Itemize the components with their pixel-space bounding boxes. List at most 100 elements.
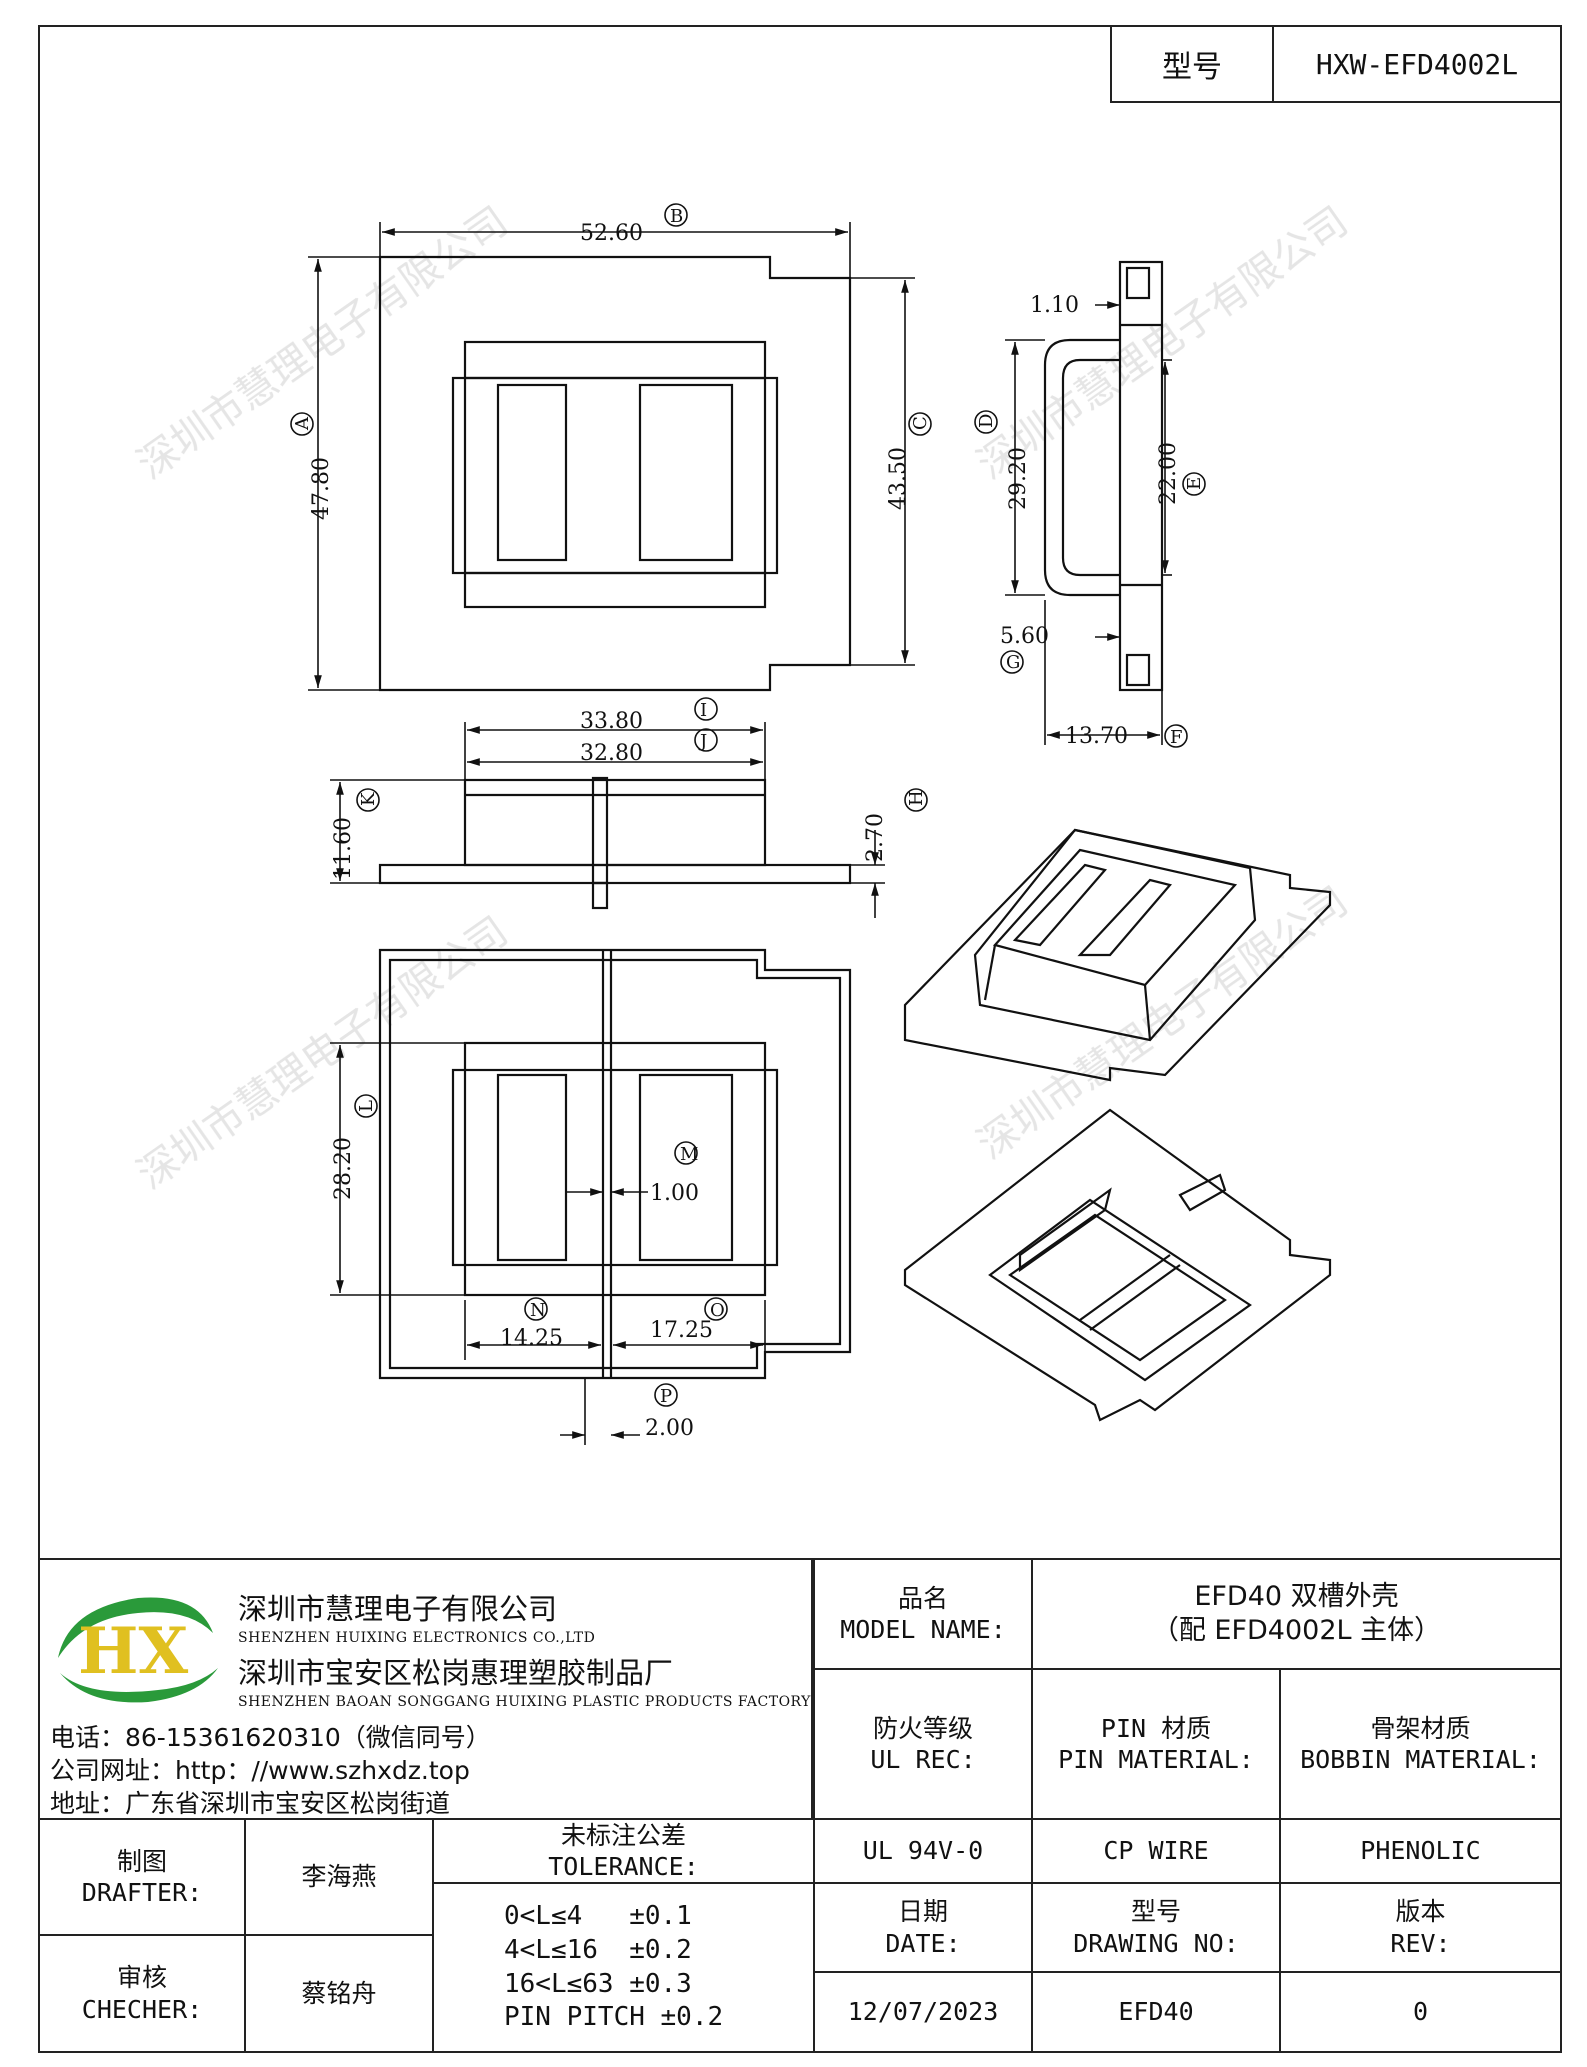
dim-1-00: 1.00: [650, 1181, 699, 1206]
rev-label-cell: 版本 REV:: [1279, 1882, 1562, 1973]
rev-value: 0: [1279, 1971, 1562, 2053]
bottom-view: [378, 948, 852, 1380]
tolerance-label-en: TOLERANCE:: [548, 1852, 699, 1881]
iso-view-bottom: [903, 1108, 1332, 1422]
title-block: HX 深圳市慧理电子有限公司 SHENZHEN HUIXING ELECTRON…: [38, 1558, 1562, 2053]
ul-value: UL 94V-0: [813, 1818, 1033, 1884]
dim-14-25: 14.25: [500, 1326, 563, 1351]
pin-label-en: PIN MATERIAL:: [1058, 1745, 1254, 1774]
logo-text: HX: [78, 1614, 188, 1689]
pin-label-cn: PIN 材质: [1100, 1713, 1212, 1743]
label-g: G: [1006, 652, 1020, 673]
drawing-no-label-cn: 型号: [1130, 1897, 1181, 1927]
ul-label-cn: 防火等级: [872, 1713, 973, 1743]
label-p: P: [660, 1386, 672, 1407]
dim-43-50: 43.50: [886, 447, 911, 510]
iso-view-top: [903, 828, 1332, 1082]
drawing-no-value: EFD40: [1031, 1971, 1281, 2053]
dim-2-70: 2.70: [863, 813, 888, 862]
date-label-cn: 日期: [897, 1897, 948, 1927]
dim-13-70: 13.70: [1065, 724, 1128, 749]
model-number-box: 型号 HXW-EFD4002L: [1110, 25, 1562, 103]
model-name-label-cell: 品名 MODEL NAME:: [813, 1558, 1033, 1670]
tolerance-line-3: 16<L≤63 ±0.3: [504, 1968, 692, 1999]
bobbin-value: PHENOLIC: [1279, 1818, 1562, 1884]
phone: 电话：86-15361620310（微信同号）: [50, 1723, 491, 1752]
dim-52-60: 52.60: [580, 221, 643, 246]
checker-label-cell: 审核 CHECHER:: [38, 1934, 246, 2053]
bobbin-label-cell: 骨架材质 BOBBIN MATERIAL:: [1279, 1668, 1562, 1820]
rev-label-en: REV:: [1390, 1928, 1451, 1958]
tolerance-label-cn: 未标注公差: [560, 1820, 686, 1850]
dim-11-60: 11.60: [331, 817, 356, 880]
dim-5-60: 5.60: [1000, 624, 1049, 649]
date-label-cell: 日期 DATE:: [813, 1882, 1033, 1973]
model-label: 型号: [1112, 27, 1274, 101]
label-c: C: [910, 416, 931, 430]
date-value: 12/07/2023: [813, 1971, 1033, 2053]
bobbin-label-cn: 骨架材质: [1370, 1713, 1471, 1743]
address: 地址：广东省深圳市宝安区松岗街道: [50, 1789, 451, 1818]
technical-drawing: 深圳市慧理电子有限公司 深圳市慧理电子有限公司 深圳市慧理电子有限公司 深圳市慧…: [129, 198, 1356, 1445]
label-e: E: [1184, 477, 1205, 490]
label-h: H: [906, 790, 927, 806]
dimension-labels: 52.60 B 47.80 A 43.50 C 1.10 29.20 D 22.…: [290, 203, 1206, 1441]
tolerance-values-cell: 0<L≤4 ±0.1 4<L≤16 ±0.2 16<L≤63 ±0.3 PIN …: [432, 1882, 815, 2053]
side-view: [1043, 260, 1164, 692]
model-name-label-cn: 品名: [897, 1583, 948, 1613]
model-name-value-1: EFD40 双槽外壳: [1194, 1581, 1399, 1613]
tolerance-line-2: 4<L≤16 ±0.2: [504, 1934, 692, 1965]
company-name-cn: 深圳市慧理电子有限公司: [238, 1592, 558, 1626]
company-name-en: SHENZHEN HUIXING ELECTRONICS CO.,LTD: [238, 1630, 596, 1646]
model-name-value-cell: EFD40 双槽外壳 （配 EFD4002L 主体）: [1031, 1558, 1562, 1670]
dim-22-00: 22.00: [1156, 442, 1181, 505]
dim-47-80: 47.80: [309, 457, 334, 520]
drafter-label-cn: 制图: [116, 1846, 167, 1876]
ul-label-cell: 防火等级 UL REC:: [813, 1668, 1033, 1820]
label-d: D: [976, 414, 997, 428]
label-f: F: [1170, 727, 1183, 748]
factory-name-en: SHENZHEN BAOAN SONGGANG HUIXING PLASTIC …: [238, 1694, 811, 1710]
watermark: 深圳市慧理电子有限公司: [129, 908, 516, 1198]
label-l: L: [356, 1100, 377, 1112]
rev-label-cn: 版本: [1395, 1897, 1446, 1927]
tolerance-line-4: PIN PITCH ±0.2: [504, 2002, 724, 2033]
checker-value: 蔡铭舟: [244, 1934, 434, 2053]
drawing-no-label-en: DRAWING NO:: [1073, 1928, 1239, 1958]
dim-17-25: 17.25: [650, 1318, 713, 1343]
drafter-value: 李海燕: [244, 1818, 434, 1936]
company-logo-icon: HX: [58, 1597, 218, 1703]
website: 公司网址：http：//www.szhxdz.top: [50, 1756, 470, 1785]
drawing-no-label-cell: 型号 DRAWING NO:: [1031, 1882, 1281, 1973]
ul-label-en: UL REC:: [870, 1745, 976, 1774]
model-name-value-2: （配 EFD4002L 主体）: [1151, 1615, 1442, 1646]
label-n: N: [530, 1300, 546, 1321]
factory-name-cn: 深圳市宝安区松岗惠理塑胶制品厂: [238, 1656, 674, 1690]
model-value: HXW-EFD4002L: [1315, 47, 1519, 81]
label-o: O: [710, 1300, 725, 1321]
dim-2-00: 2.00: [645, 1416, 694, 1441]
dim-33-80: 33.80: [580, 709, 643, 734]
dim-32-80: 32.80: [580, 741, 643, 766]
watermarks: 深圳市慧理电子有限公司 深圳市慧理电子有限公司 深圳市慧理电子有限公司 深圳市慧…: [129, 198, 1356, 1198]
company-info: HX 深圳市慧理电子有限公司 SHENZHEN HUIXING ELECTRON…: [38, 1558, 813, 1820]
top-view: [378, 255, 852, 692]
watermark: 深圳市慧理电子有限公司: [969, 878, 1356, 1168]
checker-label-cn: 审核: [116, 1963, 167, 1993]
label-j: J: [698, 731, 707, 752]
checker-label-en: CHECHER:: [81, 1994, 203, 2024]
dim-1-10: 1.10: [1030, 293, 1079, 318]
dim-29-20: 29.20: [1006, 447, 1031, 510]
watermark: 深圳市慧理电子有限公司: [129, 198, 516, 488]
label-b: B: [670, 206, 683, 227]
drafter-label-cell: 制图 DRAFTER:: [38, 1818, 246, 1936]
bobbin-label-en: BOBBIN MATERIAL:: [1300, 1745, 1541, 1774]
label-k: K: [358, 792, 379, 806]
date-label-en: DATE:: [885, 1928, 961, 1958]
pin-value: CP WIRE: [1031, 1818, 1281, 1884]
dim-28-20: 28.20: [331, 1137, 356, 1200]
label-i: I: [700, 700, 707, 721]
tolerance-label-cell: 未标注公差 TOLERANCE:: [432, 1818, 815, 1884]
label-a: A: [292, 416, 313, 431]
pin-label-cell: PIN 材质 PIN MATERIAL:: [1031, 1668, 1281, 1820]
